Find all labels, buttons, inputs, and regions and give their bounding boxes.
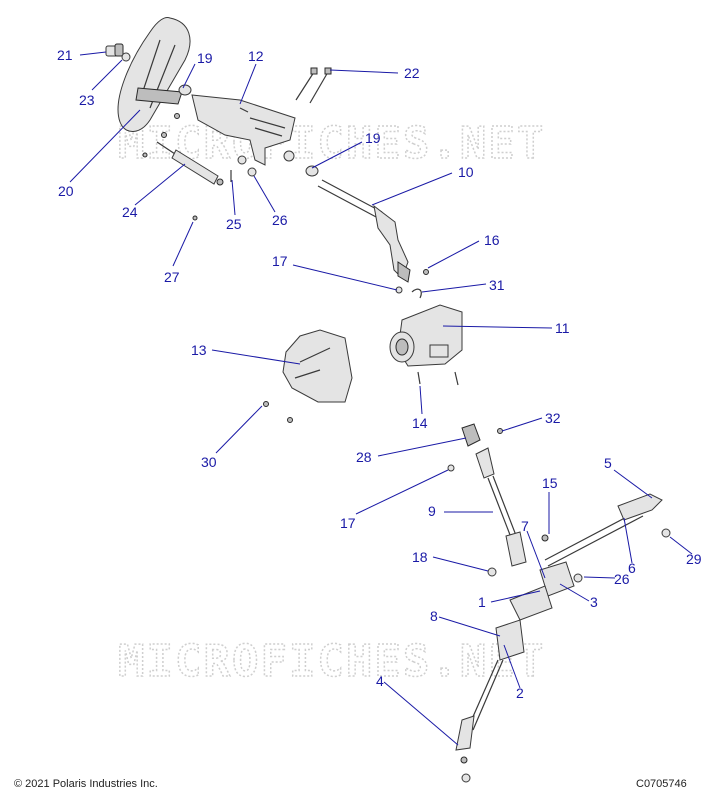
callout-8: 8 [430, 608, 438, 624]
callout-5: 5 [604, 455, 612, 471]
callout-14: 14 [412, 415, 428, 431]
lower-shaft-part [475, 447, 527, 567]
callout-10: 10 [458, 164, 474, 180]
callout-26: 26 [272, 212, 288, 228]
callout-15: 15 [542, 475, 558, 491]
callout-27: 27 [164, 269, 180, 285]
callout-3: 3 [590, 594, 598, 610]
callout-29: 29 [686, 551, 702, 567]
callout-4: 4 [376, 673, 384, 689]
gas-strut-part [156, 141, 224, 186]
leader-lines [69, 51, 693, 746]
diagram-code: C0705746 [636, 778, 687, 790]
callout-13: 13 [191, 342, 207, 358]
callout-28: 28 [356, 449, 372, 465]
callout-19-lower: 19 [365, 130, 381, 146]
callout-25: 25 [226, 216, 242, 232]
callout-16: 16 [484, 232, 500, 248]
callout-26-lower: 26 [614, 571, 630, 587]
boot-part [447, 423, 503, 472]
washer-part-23 [121, 52, 131, 62]
callout-32: 32 [545, 410, 561, 426]
callout-30: 30 [201, 454, 217, 470]
callout-12: 12 [248, 48, 264, 64]
cap-part-21 [105, 43, 124, 57]
cover-part [263, 329, 353, 423]
callout-21: 21 [57, 47, 73, 63]
callout-22: 22 [404, 65, 420, 81]
callout-19: 19 [197, 50, 213, 66]
tie-rod-end-right-part [617, 493, 671, 538]
callout-9: 9 [428, 503, 436, 519]
callout-6: 6 [628, 560, 636, 576]
callout-24: 24 [122, 204, 138, 220]
callout-17: 17 [272, 253, 288, 269]
power-steering-unit-part [389, 304, 463, 386]
fastener-parts [142, 113, 319, 221]
copyright-text: © 2021 Polaris Industries Inc. [14, 778, 158, 790]
bolts-part-22 [295, 67, 332, 104]
callout-31: 31 [489, 277, 505, 293]
callout-20: 20 [58, 183, 74, 199]
upper-shaft-part [317, 179, 429, 299]
tie-rod-end-left-part [455, 715, 475, 783]
column-bracket-part [178, 84, 296, 166]
steering-rack-part [467, 509, 644, 731]
callout-17-lower: 17 [340, 515, 356, 531]
callout-7: 7 [521, 518, 529, 534]
watermark-bottom: MICROFICHES.NET [118, 636, 545, 687]
callout-2: 2 [516, 685, 524, 701]
steering-wheel-part [117, 17, 191, 132]
callout-23: 23 [79, 92, 95, 108]
callout-1: 1 [478, 594, 486, 610]
callout-11: 11 [555, 320, 570, 336]
callout-18: 18 [412, 549, 428, 565]
